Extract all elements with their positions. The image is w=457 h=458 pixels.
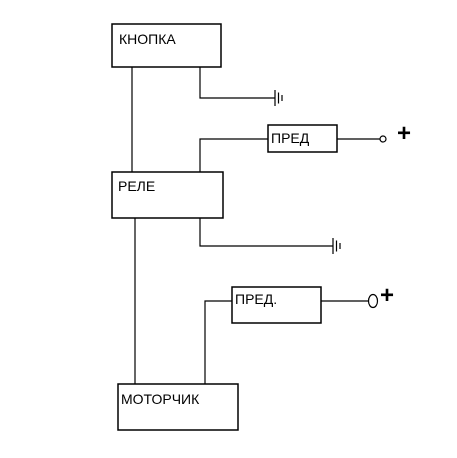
terminal-top-plus: +	[397, 120, 411, 147]
terminal-bottom-circle	[367, 293, 379, 309]
motor-block: МОТОРЧИК	[117, 383, 239, 431]
fuse-bottom-label: ПРЕД.	[235, 291, 277, 307]
wire-relay-ground	[199, 218, 333, 247]
relay-label: РЕЛЕ	[118, 178, 155, 194]
wires	[131, 67, 380, 384]
terminal-bottom-plus: +	[380, 282, 394, 309]
wire-relay-fuse-top	[199, 138, 268, 172]
fuse-bottom-block: ПРЕД.	[231, 286, 322, 324]
ground-symbol-top	[274, 90, 283, 106]
button-label: КНОПКА	[119, 31, 176, 47]
motor-label: МОТОРЧИК	[121, 391, 200, 407]
relay-block: РЕЛЕ	[111, 171, 224, 219]
button-block: КНОПКА	[111, 23, 222, 68]
wire-button-ground	[199, 67, 275, 99]
fuse-top-block: ПРЕД	[267, 124, 338, 153]
ground-symbol-bottom	[332, 238, 341, 254]
fuse-top-label: ПРЕД	[271, 130, 310, 146]
terminal-top-circle	[379, 135, 387, 143]
wire-motor-fuse-bottom	[204, 300, 232, 384]
